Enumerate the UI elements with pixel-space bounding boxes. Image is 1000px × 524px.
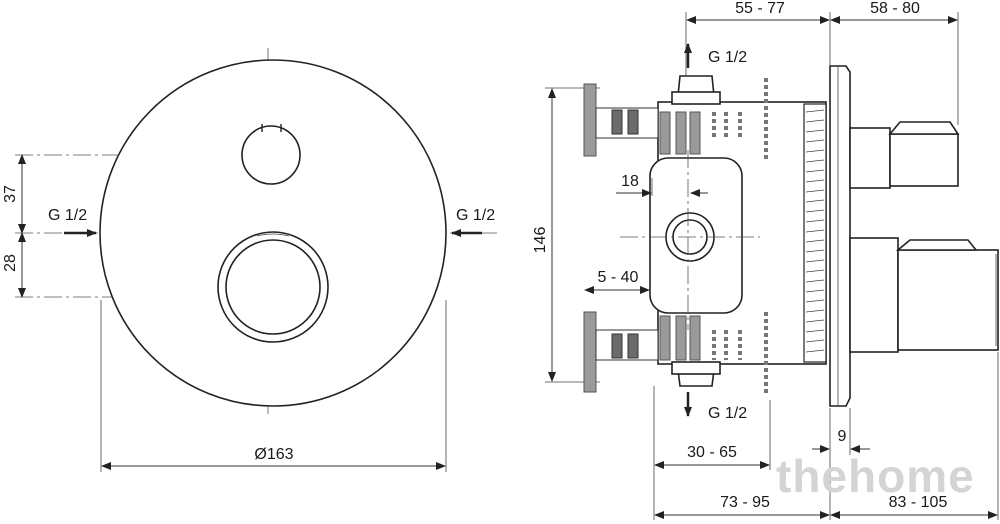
lower-pipe (583, 311, 768, 396)
inlet-right-label: G 1/2 (456, 207, 495, 224)
watermark-logo: thehome (776, 450, 975, 502)
dim-55-77-label: 55 - 77 (735, 0, 785, 17)
outlet-top-label: G 1/2 (708, 49, 747, 66)
upper-pipe (583, 78, 768, 160)
upper-knob (241, 125, 301, 185)
dim-37-label: 37 (2, 185, 19, 203)
thermostat-handle (849, 237, 999, 353)
dim-9-label: 9 (838, 428, 847, 445)
outlet-bottom-label: G 1/2 (708, 405, 747, 422)
inlet-left-label: G 1/2 (48, 207, 87, 224)
diverter-handle (849, 121, 960, 189)
dim-83-105-label: 83 - 105 (889, 494, 948, 511)
dim-73-95-label: 73 - 95 (720, 494, 770, 511)
lower-knob-inner (225, 239, 321, 335)
dim-28-label: 28 (2, 254, 19, 272)
dim-146-label: 146 (532, 227, 549, 254)
dim-18-label: 18 (621, 173, 639, 190)
dim-58-80-label: 58 - 80 (870, 0, 920, 17)
dim-30-65-label: 30 - 65 (687, 444, 737, 461)
side-view: 55 - 77 58 - 80 G 1/2 G 1/2 146 (532, 0, 999, 520)
front-view: 37 28 G 1/2 G 1/2 Ø163 (2, 48, 500, 472)
wall-plate (829, 65, 851, 407)
dim-5-40-label: 5 - 40 (598, 269, 639, 286)
threaded-flange (803, 103, 827, 363)
diameter-label: Ø163 (254, 446, 293, 463)
